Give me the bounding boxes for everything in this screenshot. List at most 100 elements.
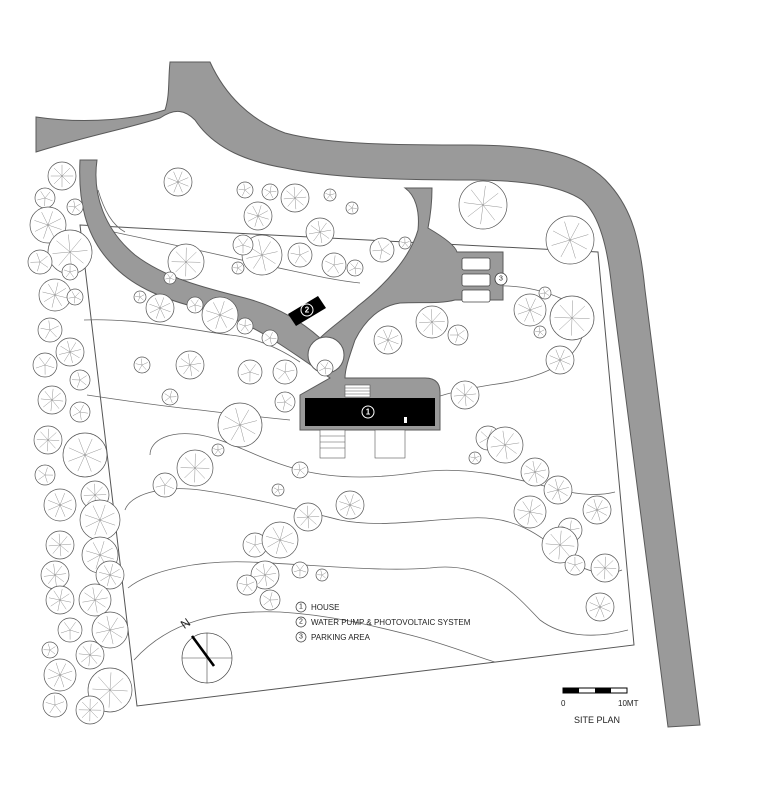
pump-building [288, 296, 326, 326]
svg-text:2: 2 [305, 306, 310, 315]
tree-symbol [38, 278, 72, 312]
tree-symbol [211, 443, 225, 457]
tree-symbol [133, 356, 151, 374]
svg-text:HOUSE: HOUSE [311, 603, 339, 612]
tree-symbol [145, 293, 175, 323]
tree-symbol [175, 350, 205, 380]
tree-symbol [37, 317, 63, 343]
tree-symbol [66, 288, 84, 306]
tree-symbol [335, 490, 365, 520]
tree-symbol [513, 293, 547, 327]
tree-symbol [261, 521, 299, 559]
tree-symbol [513, 495, 547, 529]
tree-symbol [45, 530, 75, 560]
svg-text:1: 1 [299, 604, 303, 611]
tree-symbol [34, 464, 56, 486]
tree-symbol [69, 369, 91, 391]
tree-symbol [40, 560, 70, 590]
tree-symbol [373, 325, 403, 355]
tree-symbol [271, 483, 285, 497]
tree-symbol [458, 180, 508, 230]
tree-symbol [231, 261, 245, 275]
tree-symbol [250, 560, 280, 590]
tree-symbol [167, 243, 205, 281]
north-arrow-icon: N [178, 615, 233, 684]
tree-symbol [45, 585, 75, 615]
tree-symbol [261, 329, 279, 347]
tree-symbol [41, 641, 59, 659]
tree-symbol [582, 495, 612, 525]
legend-item-parking: 3 PARKING AREA [295, 631, 371, 643]
tree-symbol [291, 561, 309, 579]
svg-text:WATER PUMP & PHOTOVOLTAIC SYS: WATER PUMP & PHOTOVOLTAIC SYSTEM [311, 618, 471, 627]
tree-symbol [545, 345, 575, 375]
tree-symbol [133, 290, 147, 304]
tree-symbol [545, 215, 595, 265]
svg-text:3: 3 [299, 634, 303, 641]
tree-symbol [447, 324, 469, 346]
pump-marker: 2 [300, 303, 314, 317]
parking-stalls [461, 257, 491, 303]
tree-symbol [66, 198, 84, 216]
tree-symbol [346, 259, 364, 277]
tree-symbol [43, 488, 77, 522]
tree-symbol [315, 568, 329, 582]
tree-symbol [152, 472, 178, 498]
tree-symbol [217, 402, 263, 448]
tree-symbol [549, 295, 595, 341]
tree-symbol [291, 461, 309, 479]
parking-marker: 3 [494, 272, 508, 286]
drawing-title: SITE PLAN [574, 715, 620, 725]
terrain-contours [83, 189, 629, 663]
tree-symbol [62, 432, 108, 478]
tree-symbol [161, 388, 179, 406]
tree-symbol [163, 167, 193, 197]
tree-symbol [43, 658, 77, 692]
tree-symbol [79, 499, 121, 541]
tree-symbol [280, 183, 310, 213]
tree-symbol [520, 457, 550, 487]
tree-symbol [32, 352, 58, 378]
scale-bar: 0 10MT [561, 687, 639, 708]
svg-text:2: 2 [299, 619, 303, 626]
tree-symbol [236, 181, 254, 199]
tree-symbol [274, 391, 296, 413]
legend: 1 HOUSE 2 WATER PUMP & PHOTOVOLTAIC SYST… [295, 601, 471, 643]
house-stairs [319, 384, 406, 459]
tree-symbol [34, 187, 56, 209]
svg-text:3: 3 [499, 276, 503, 283]
tree-symbol [242, 532, 268, 558]
tree-symbol [47, 161, 77, 191]
tree-symbol [236, 574, 258, 596]
tree-symbol [590, 553, 620, 583]
tree-symbol [55, 337, 85, 367]
tree-symbol [91, 611, 129, 649]
tree-symbol [163, 271, 177, 285]
tree-symbol [75, 695, 105, 725]
tree-symbol [533, 325, 547, 339]
tree-symbol [369, 237, 395, 263]
tree-symbol [468, 451, 482, 465]
tree-symbol [57, 617, 83, 643]
tree-symbol [37, 385, 67, 415]
tree-symbol [95, 560, 125, 590]
tree-symbol [78, 583, 112, 617]
legend-item-house: 1 HOUSE [295, 601, 339, 613]
tree-symbol [287, 242, 313, 268]
legend-item-pump: 2 WATER PUMP & PHOTOVOLTAIC SYSTEM [295, 616, 471, 628]
svg-text:1: 1 [366, 408, 371, 417]
tree-symbol [69, 401, 91, 423]
tree-symbol [486, 426, 524, 464]
tree-symbol [176, 449, 214, 487]
tree-symbol [564, 554, 586, 576]
tree-symbol [543, 475, 573, 505]
tree-symbol [42, 692, 68, 718]
svg-text:PARKING AREA: PARKING AREA [311, 633, 371, 642]
tree-symbol [259, 589, 281, 611]
main-road [35, 61, 701, 728]
tree-symbol [538, 286, 552, 300]
svg-text:0: 0 [561, 699, 566, 708]
tree-symbol [585, 592, 615, 622]
tree-symbol [232, 234, 254, 256]
tree-symbol [186, 296, 204, 314]
